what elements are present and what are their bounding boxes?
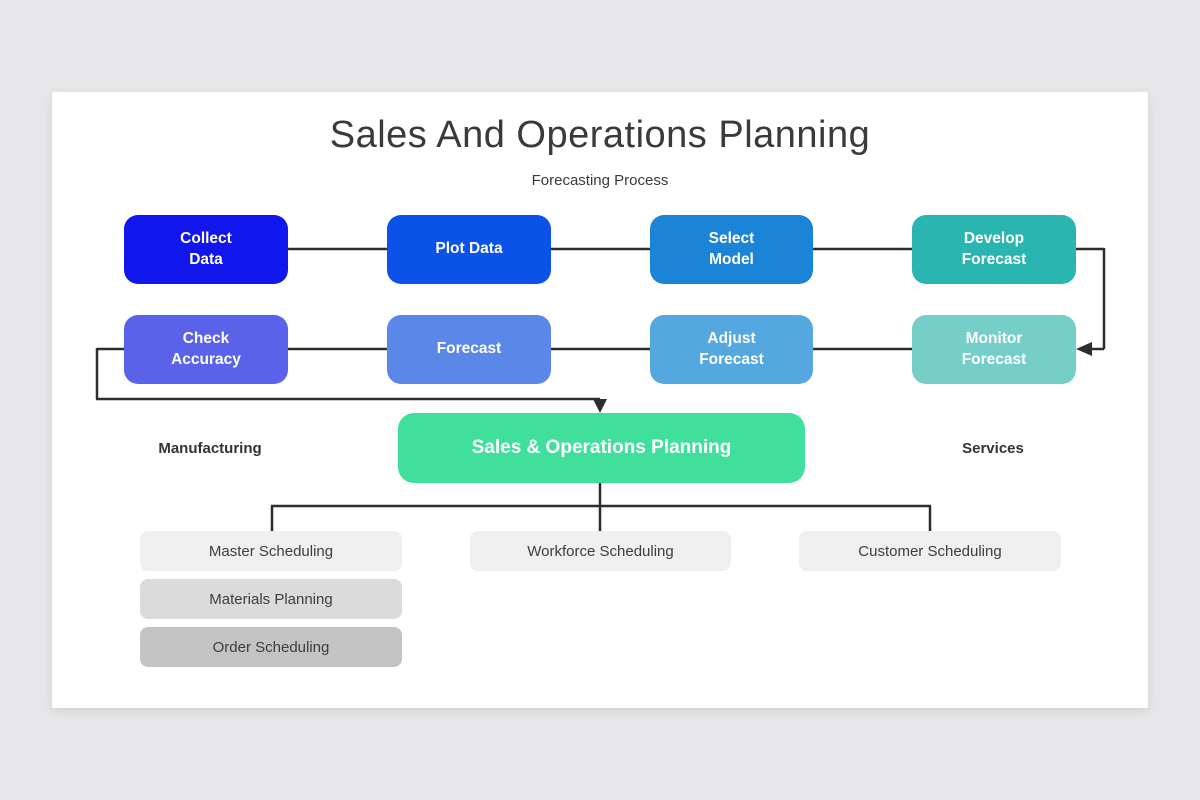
flow-node-forecast: Forecast xyxy=(387,315,551,384)
branch-label-manufacturing: Manufacturing xyxy=(158,440,262,457)
flow-node-collect-data: Collect Data xyxy=(124,215,288,284)
flow-node-develop-forecast: Develop Forecast xyxy=(912,215,1076,284)
flow-node-select-model: Select Model xyxy=(650,215,813,284)
leaf-order-scheduling: Order Scheduling xyxy=(140,627,402,667)
leaf-customer-scheduling: Customer Scheduling xyxy=(799,531,1061,571)
leaf-master-scheduling: Master Scheduling xyxy=(140,531,402,571)
hub-node-sales-operations-planning: Sales & Operations Planning xyxy=(398,413,805,483)
flow-node-adjust-forecast: Adjust Forecast xyxy=(650,315,813,384)
flow-node-plot-data: Plot Data xyxy=(387,215,551,284)
arrow-down-icon xyxy=(593,399,607,413)
leaf-materials-planning: Materials Planning xyxy=(140,579,402,619)
leaf-workforce-scheduling: Workforce Scheduling xyxy=(470,531,731,571)
slide-card: Sales And Operations Planning Forecastin… xyxy=(52,92,1148,708)
arrow-left-icon xyxy=(1076,342,1092,356)
page-title: Sales And Operations Planning xyxy=(329,114,871,156)
branch-label-services: Services xyxy=(962,440,1024,457)
page-subtitle: Forecasting Process xyxy=(531,172,669,189)
flow-node-monitor-forecast: Monitor Forecast xyxy=(912,315,1076,384)
flow-node-check-accuracy: Check Accuracy xyxy=(124,315,288,384)
